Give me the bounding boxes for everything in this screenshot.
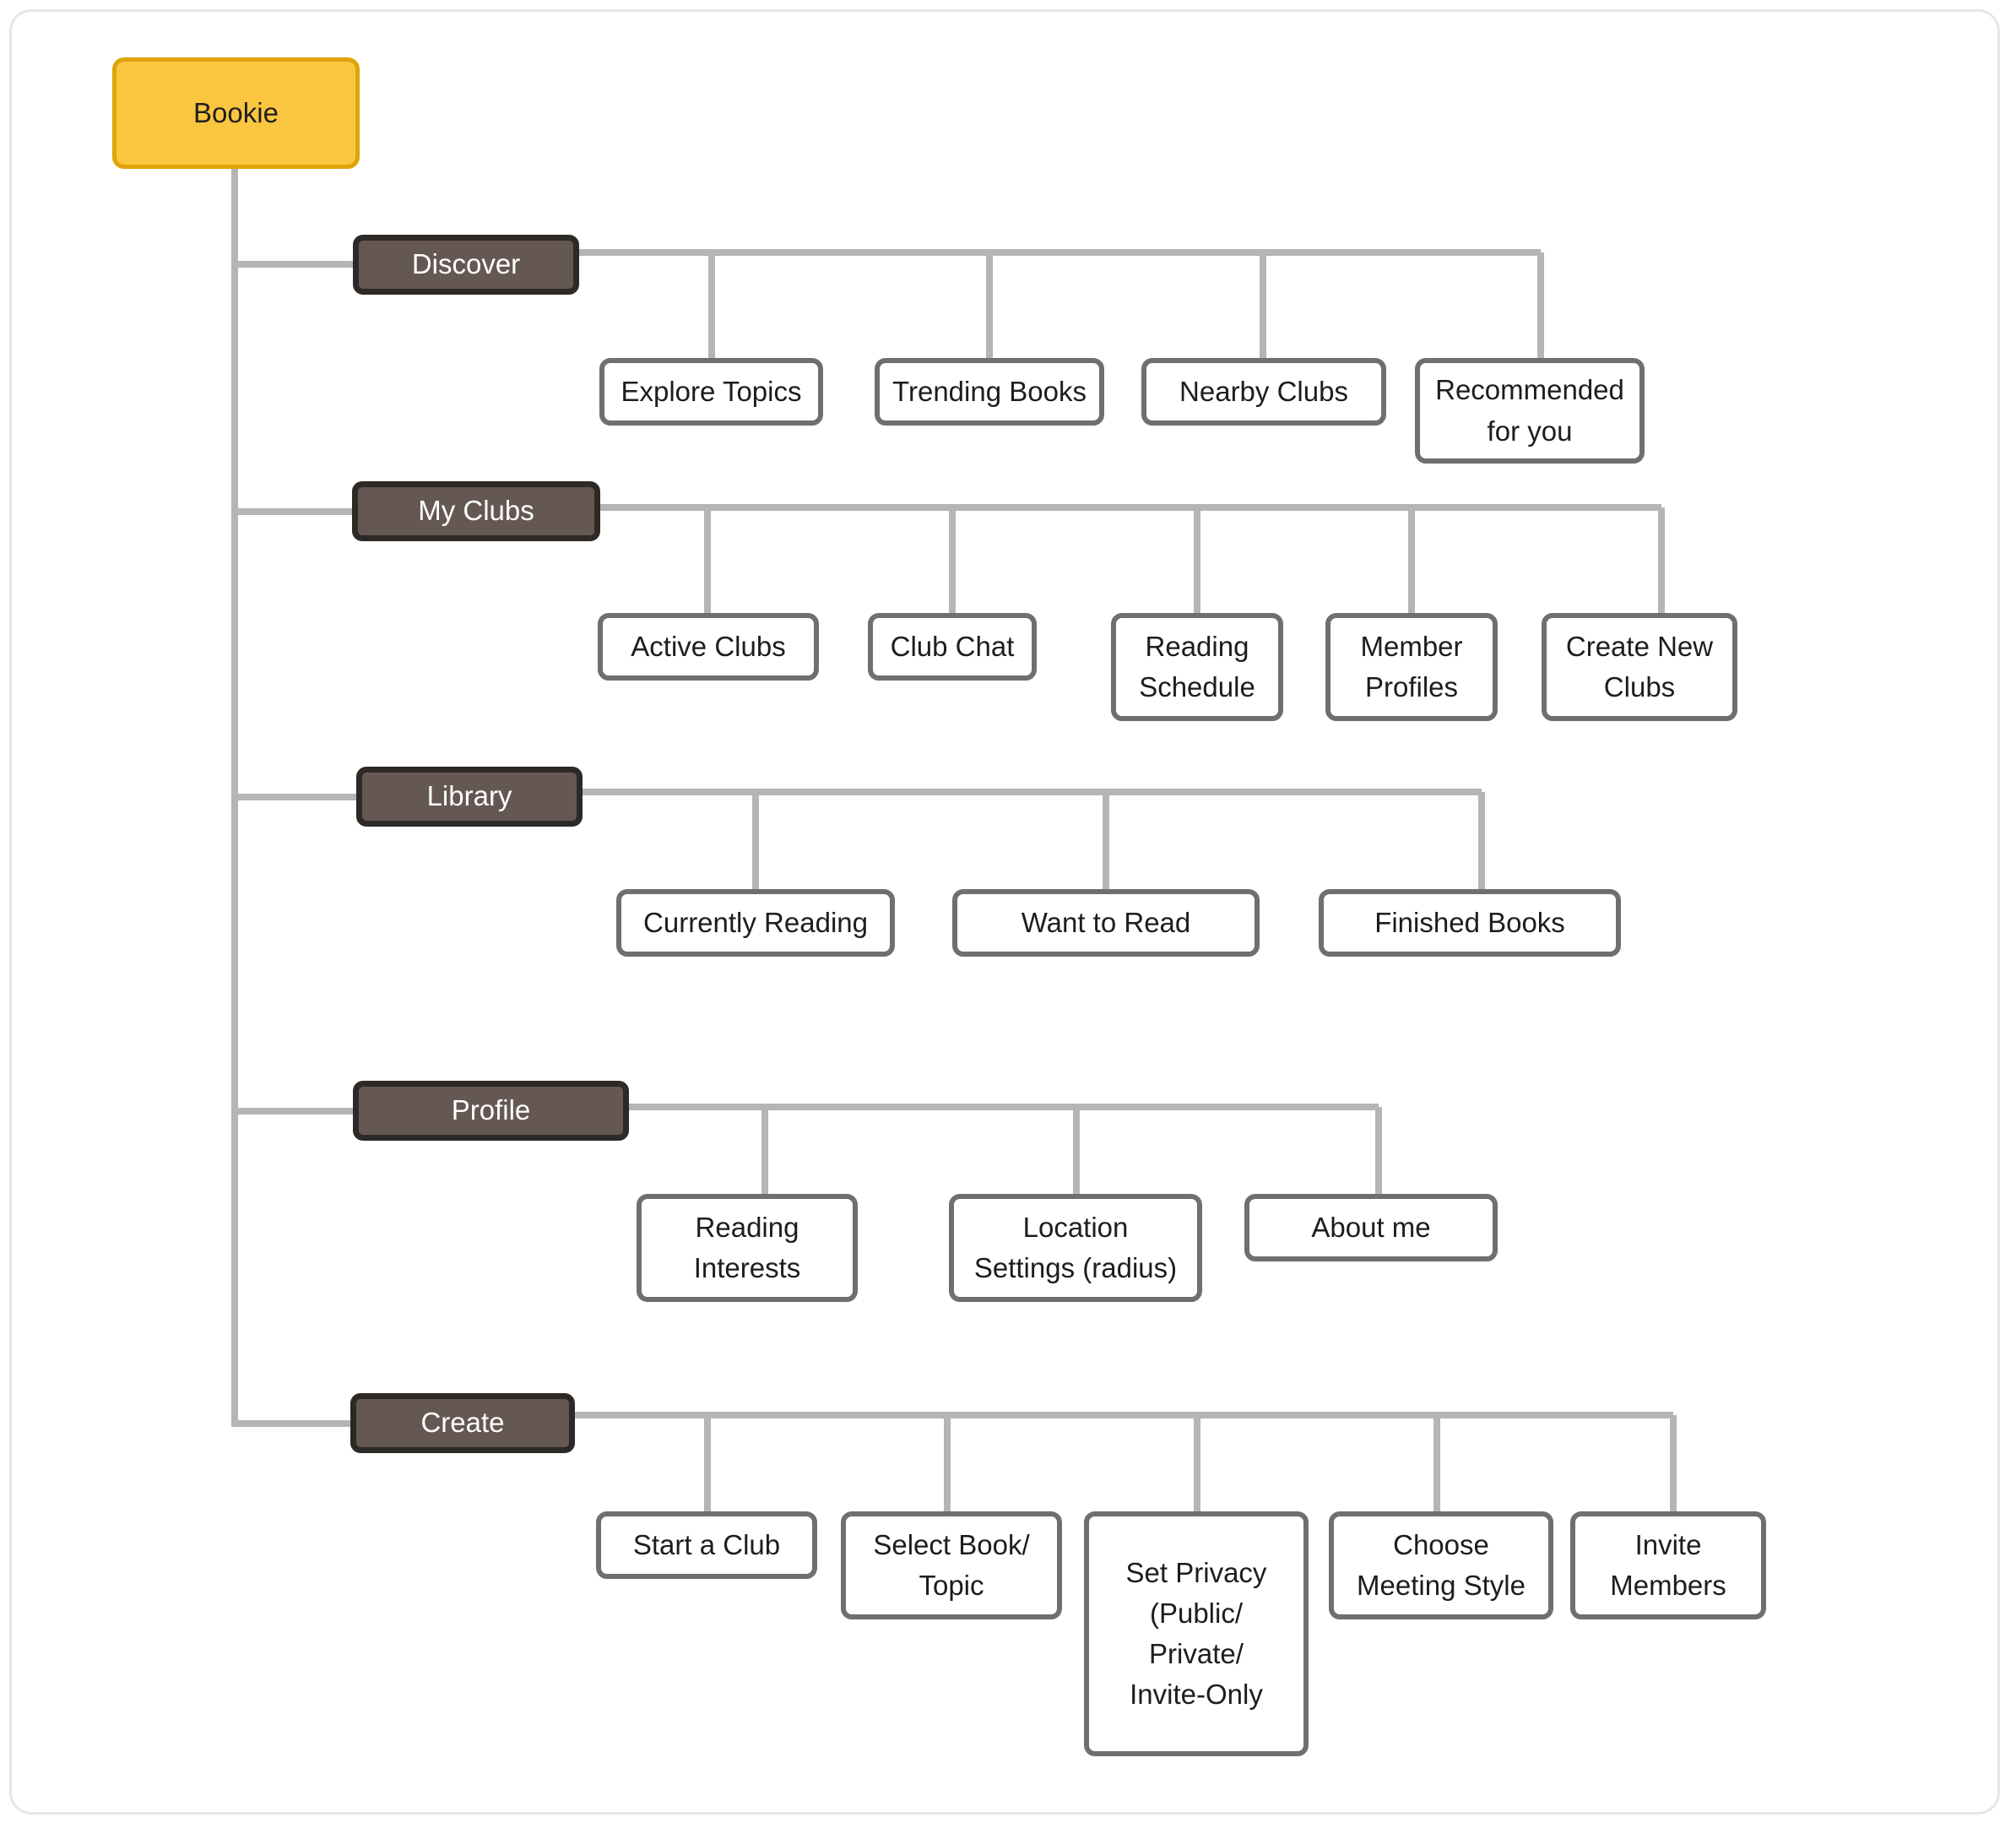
leaf-node-trending-books[interactable]: Trending Books [875, 358, 1104, 426]
leaf-node-choose-meeting-style[interactable]: Choose Meeting Style [1329, 1511, 1553, 1619]
leaf-node-label: Want to Read [1021, 906, 1191, 938]
leaf-node-finished-books[interactable]: Finished Books [1319, 889, 1621, 957]
leaf-node-want-to-read[interactable]: Want to Read [952, 889, 1260, 957]
leaf-node-reading-schedule[interactable]: Reading Schedule [1111, 613, 1283, 721]
section-node-library[interactable]: Library [356, 767, 583, 827]
leaf-node-label: Invite Members [1610, 1528, 1726, 1601]
section-node-profile[interactable]: Profile [353, 1081, 629, 1141]
leaf-node-club-chat[interactable]: Club Chat [868, 613, 1037, 681]
leaf-node-label: Explore Topics [621, 375, 802, 407]
leaf-node-label: Select Book/ Topic [873, 1528, 1030, 1601]
leaf-node-active-clubs[interactable]: Active Clubs [598, 613, 819, 681]
leaf-node-recommended-for-you[interactable]: Recommended for you [1415, 358, 1645, 464]
leaf-node-label: Currently Reading [643, 906, 868, 938]
leaf-node-location-settings[interactable]: Location Settings (radius) [949, 1194, 1202, 1302]
section-node-label: Profile [451, 1094, 531, 1126]
leaf-node-about-me[interactable]: About me [1244, 1194, 1498, 1261]
leaf-node-label: Recommended for you [1435, 374, 1624, 447]
leaf-node-label: Location Settings (radius) [973, 1211, 1178, 1283]
leaf-node-label: Member Profiles [1360, 630, 1463, 702]
leaf-node-label: Finished Books [1374, 906, 1565, 938]
leaf-node-set-privacy[interactable]: Set Privacy (Public/ Private/ Invite-Onl… [1084, 1511, 1309, 1756]
leaf-node-start-a-club[interactable]: Start a Club [596, 1511, 817, 1579]
root-node-label: Bookie [193, 96, 279, 128]
section-node-label: Discover [411, 248, 521, 280]
section-node-discover[interactable]: Discover [353, 235, 579, 295]
leaf-node-invite-members[interactable]: Invite Members [1570, 1511, 1766, 1619]
leaf-node-nearby-clubs[interactable]: Nearby Clubs [1141, 358, 1386, 426]
leaf-node-label: Start a Club [632, 1528, 781, 1560]
leaf-node-label: Choose Meeting Style [1357, 1528, 1526, 1601]
leaf-node-label: Club Chat [890, 630, 1015, 662]
leaf-node-reading-interests[interactable]: Reading Interests [637, 1194, 858, 1302]
leaf-node-label: Nearby Clubs [1179, 375, 1348, 407]
root-node-bookie[interactable]: Bookie [112, 57, 360, 169]
section-node-label: Library [426, 780, 512, 812]
leaf-node-label: Create New Clubs [1565, 630, 1714, 702]
section-node-my-clubs[interactable]: My Clubs [352, 481, 600, 541]
leaf-node-explore-topics[interactable]: Explore Topics [599, 358, 823, 426]
leaf-node-select-book-topic[interactable]: Select Book/ Topic [841, 1511, 1062, 1619]
leaf-node-currently-reading[interactable]: Currently Reading [616, 889, 895, 957]
leaf-node-create-new-clubs[interactable]: Create New Clubs [1542, 613, 1737, 721]
leaf-node-label: Reading Schedule [1139, 630, 1255, 702]
leaf-node-label: Active Clubs [631, 630, 786, 662]
leaf-node-label: Trending Books [892, 375, 1087, 407]
leaf-node-label: About me [1311, 1211, 1431, 1243]
section-node-label: Create [420, 1407, 505, 1439]
leaf-node-label: Reading Interests [693, 1211, 801, 1283]
section-node-label: My Clubs [418, 495, 534, 527]
leaf-node-member-profiles[interactable]: Member Profiles [1325, 613, 1498, 721]
section-node-create[interactable]: Create [350, 1393, 575, 1453]
leaf-node-label: Set Privacy (Public/ Private/ Invite-Onl… [1125, 1556, 1267, 1711]
